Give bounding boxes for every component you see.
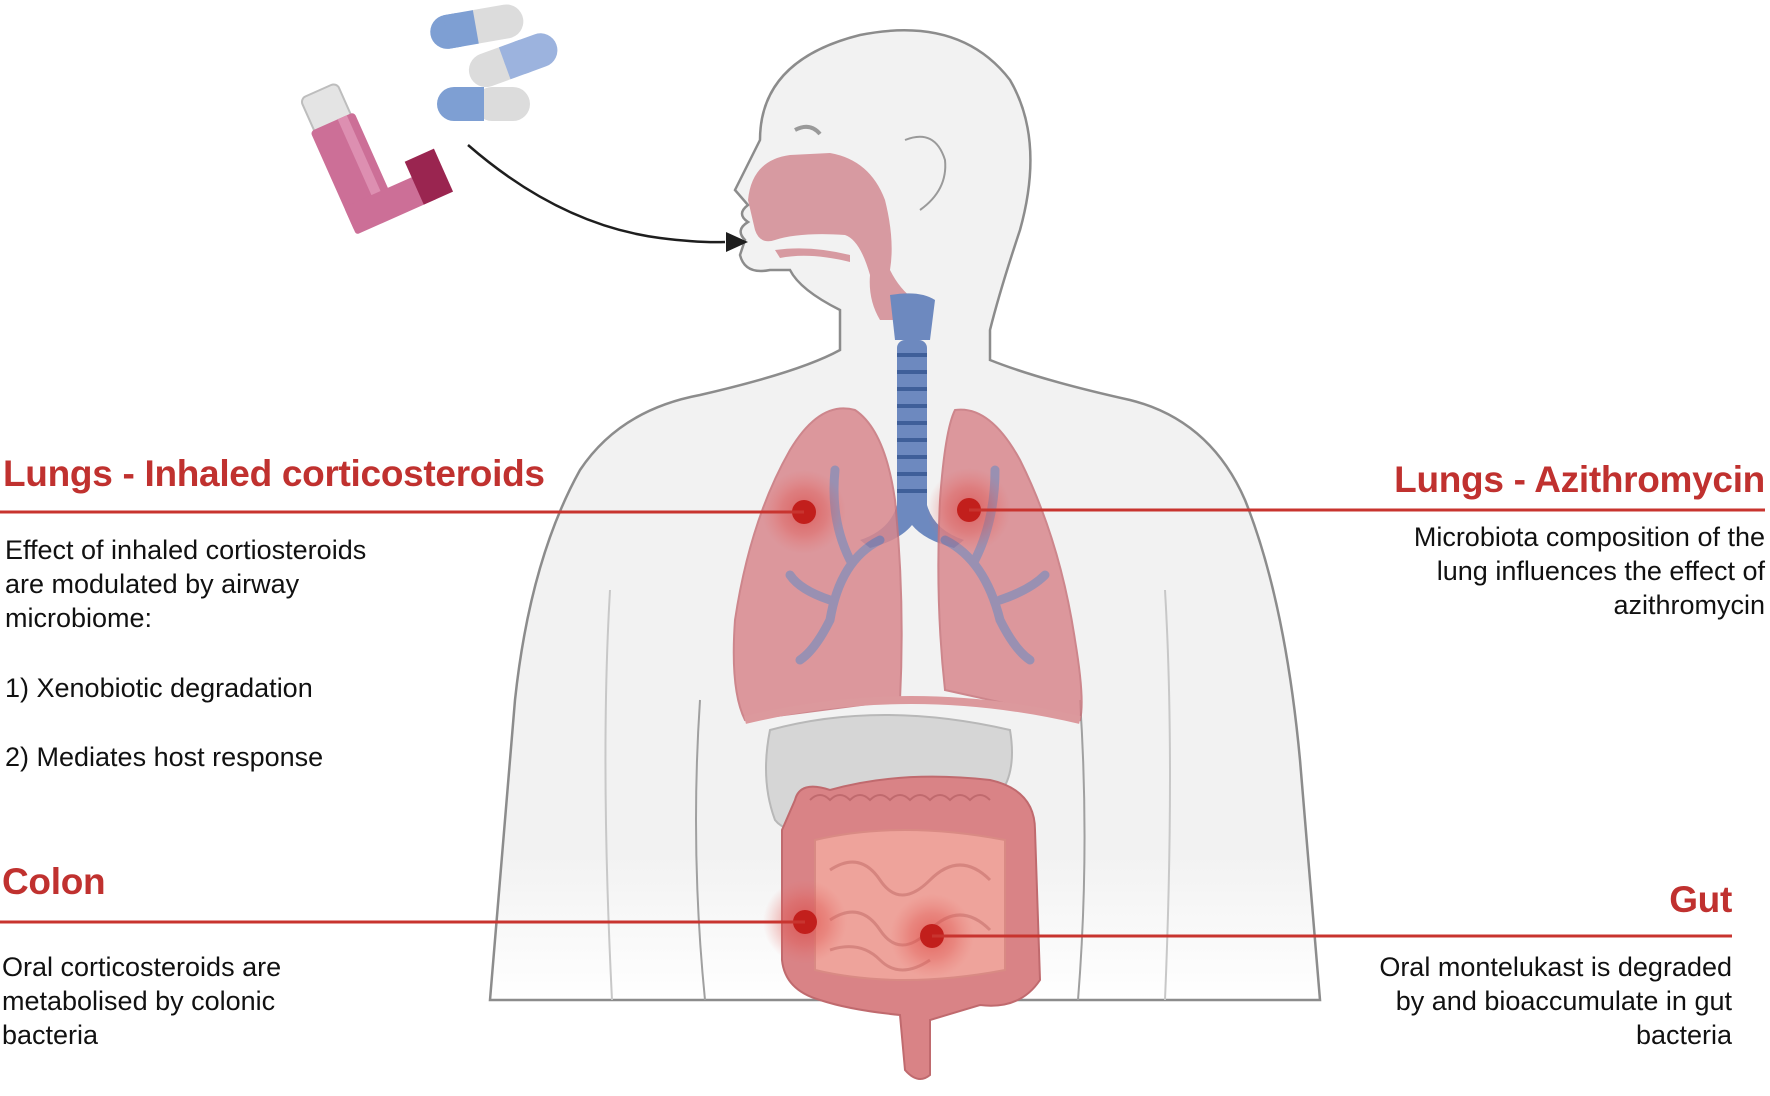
capsule-icon bbox=[430, 4, 558, 121]
lungs-ics-description: Effect of inhaled cortiosteroids are mod… bbox=[5, 535, 367, 633]
colon-description: Oral corticosteroids are metabolised by … bbox=[2, 952, 282, 1050]
nasal-cavity-icon bbox=[748, 153, 915, 320]
arrow-icon bbox=[467, 144, 748, 252]
inhaler-icon bbox=[300, 83, 454, 234]
gut-description: Oral montelukast is degraded by and bioa… bbox=[1379, 952, 1732, 1050]
lungs-azithro-description: Microbiota composition of the lung influ… bbox=[1413, 522, 1765, 620]
gut-title: Gut bbox=[1669, 879, 1732, 920]
colon-title: Colon bbox=[2, 861, 106, 902]
lungs-ics-title: Lungs - Inhaled corticosteroids bbox=[3, 453, 545, 494]
lungs-azithro-title: Lungs - Azithromycin bbox=[1394, 459, 1765, 500]
lungs-ics-point-1: 1) Xenobiotic degradation bbox=[5, 673, 313, 703]
lungs-ics-point-2: 2) Mediates host response bbox=[5, 742, 324, 772]
